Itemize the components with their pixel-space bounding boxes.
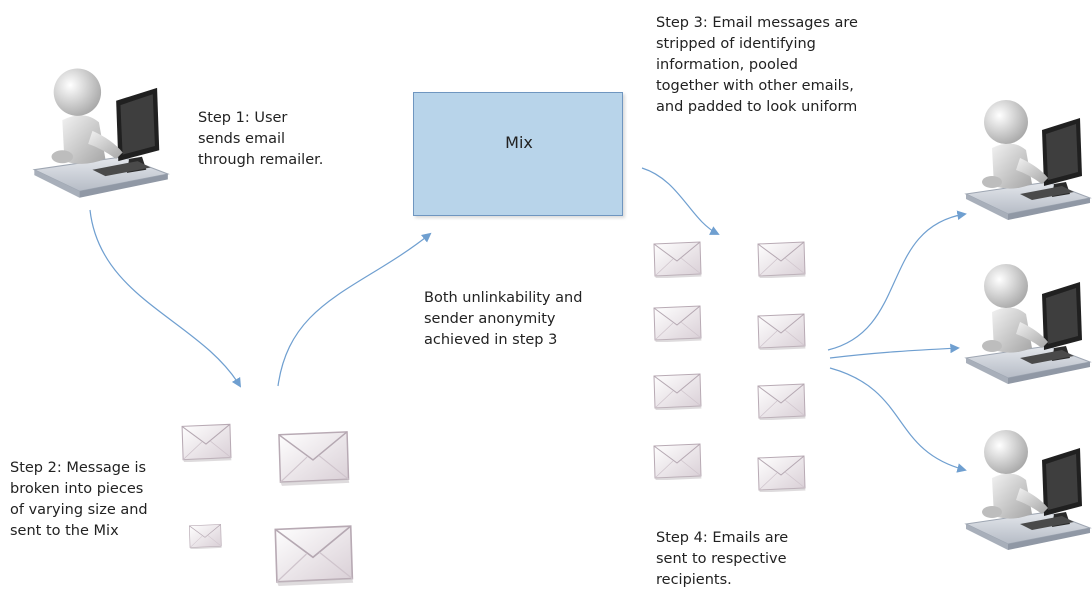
arrow-pool-to-recipient-3 — [829, 367, 967, 473]
pooled-envelope-icon — [653, 241, 702, 278]
pooled-envelope-icon — [757, 241, 806, 278]
sender-person-icon — [33, 67, 169, 199]
fragment-envelope-icon — [278, 431, 350, 486]
recipient-1-person-icon — [965, 99, 1091, 221]
arrow-mix-to-pool — [641, 167, 720, 235]
pooled-envelope-icon — [757, 455, 806, 492]
pooled-envelope-icon — [653, 373, 702, 410]
step-1-label: Step 1: User sends email through remaile… — [198, 110, 324, 168]
mix-box: Mix — [413, 92, 623, 216]
pooled-envelope-icon — [757, 383, 806, 420]
fragment-envelope-icon — [188, 524, 222, 549]
anonymity-note: Both unlinkability and sender anonymity … — [424, 290, 583, 348]
recipient-3-person-icon — [965, 429, 1091, 551]
step-2-label: Step 2: Message is broken into pieces of… — [10, 460, 148, 539]
arrow-pool-to-recipient-2 — [829, 343, 960, 359]
arrow-fragments-to-mix — [277, 232, 432, 387]
fragment-envelope-icon — [181, 423, 232, 462]
arrow-sender-to-fragments — [89, 209, 241, 388]
arrow-pool-to-recipient-1 — [827, 210, 967, 351]
recipient-2-person-icon — [965, 263, 1091, 385]
pooled-envelope-icon — [653, 305, 702, 342]
step-4-label: Step 4: Emails are sent to respective re… — [656, 530, 789, 588]
fragment-envelope-icon — [274, 525, 354, 586]
pooled-envelope-icon — [757, 313, 806, 350]
mix-label: Mix — [505, 133, 533, 152]
step-3-label: Step 3: Email messages are stripped of i… — [656, 15, 858, 115]
pooled-envelope-icon — [653, 443, 702, 480]
